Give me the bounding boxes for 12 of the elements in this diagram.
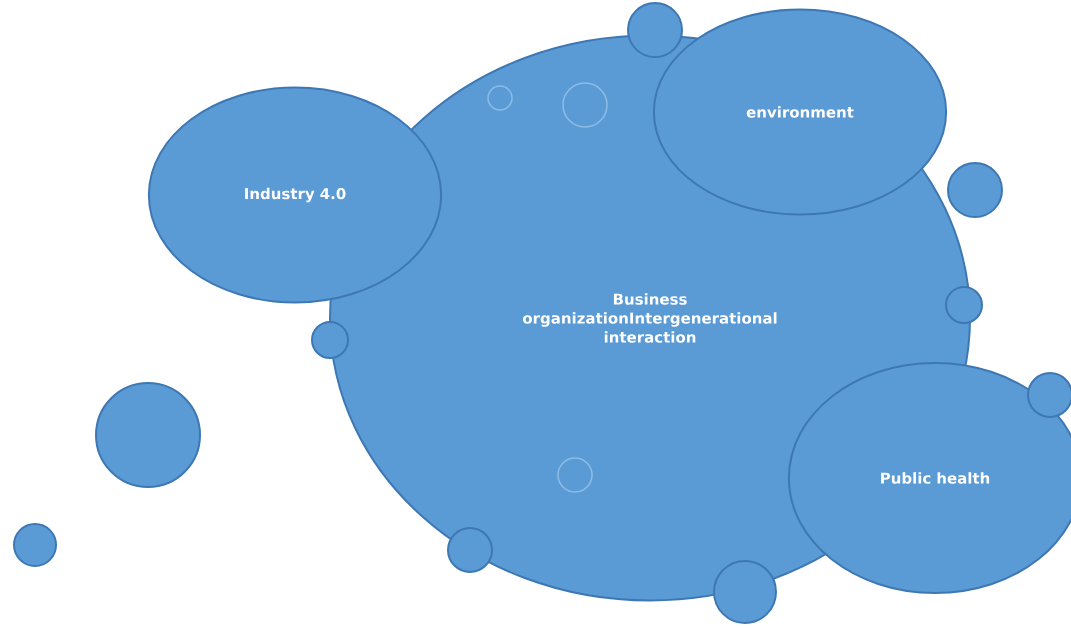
bubble (13, 523, 57, 567)
bubble (627, 2, 683, 58)
bubble (945, 286, 983, 324)
bubble (1027, 372, 1071, 418)
node-label: Business organizationIntergenerational interaction (522, 293, 777, 343)
bubble: environment (652, 8, 948, 216)
bubble: Industry 4.0 (147, 86, 443, 304)
bubble (947, 162, 1003, 218)
bubble (95, 382, 201, 488)
bubble: Public health (787, 362, 1071, 594)
bubble (311, 321, 349, 359)
bubble (713, 560, 777, 624)
